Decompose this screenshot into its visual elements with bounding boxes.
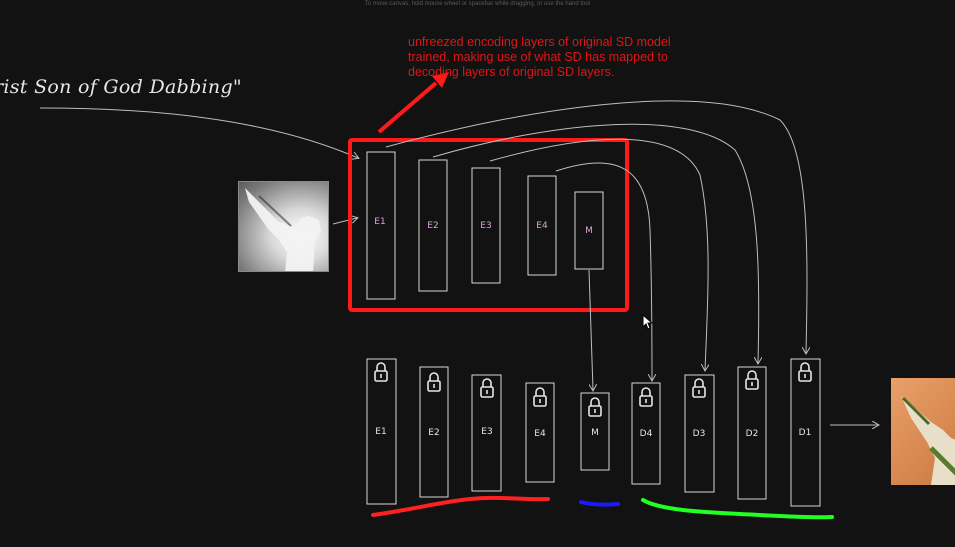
skip-e3-to-d3 bbox=[489, 138, 708, 370]
trainable-layer-e1 bbox=[366, 151, 396, 300]
prompt-text: rist Son of God Dabbing" bbox=[0, 76, 242, 98]
lock-icons bbox=[374, 362, 812, 417]
locked-label-d1: D1 bbox=[798, 428, 812, 438]
trainable-copy-layers bbox=[366, 151, 604, 300]
locked-layer-e3 bbox=[471, 374, 502, 492]
trainable-label-m: M bbox=[585, 226, 593, 236]
middle-to-middle bbox=[588, 269, 593, 390]
annotation-note: unfreezed encoding layers of original SD… bbox=[408, 35, 748, 80]
trainable-layer-e3 bbox=[471, 167, 501, 284]
trainable-label-e2: E2 bbox=[427, 221, 439, 231]
prompt-arrow bbox=[39, 107, 358, 158]
trainable-label-e1: E1 bbox=[374, 217, 386, 227]
locked-label-e3: E3 bbox=[481, 427, 493, 437]
locked-label-e2: E2 bbox=[428, 428, 440, 438]
dab-silhouette-icon bbox=[245, 188, 321, 271]
input-to-e1-arrow bbox=[332, 218, 357, 225]
decoder-underline bbox=[641, 498, 834, 520]
note-line-2: trained, making use of what SD has mappe… bbox=[408, 50, 668, 64]
note-line-3: decoding layers of original SD layers. bbox=[408, 65, 615, 79]
lock-icon-d4 bbox=[639, 387, 653, 407]
skip-e2-to-d2 bbox=[432, 123, 759, 363]
locked-layer-e1 bbox=[366, 358, 397, 505]
lock-icon-d3 bbox=[692, 378, 706, 398]
skip-e1-to-d1 bbox=[385, 100, 807, 353]
skip-connections bbox=[385, 100, 807, 390]
note-arrow bbox=[377, 72, 449, 134]
note-line-1: unfreezed encoding layers of original SD… bbox=[408, 35, 671, 49]
dab-output-figure-icon bbox=[901, 396, 955, 485]
locked-layer-e4 bbox=[525, 382, 555, 483]
locked-label-d3: D3 bbox=[692, 429, 706, 439]
trainable-label-e3: E3 bbox=[480, 221, 492, 231]
lock-icon-d1 bbox=[798, 362, 812, 382]
locked-label-e1: E1 bbox=[375, 427, 387, 437]
lock-icon-e4 bbox=[533, 387, 547, 407]
trainable-layer-e2 bbox=[418, 159, 448, 292]
middle-underline bbox=[579, 500, 620, 507]
input-pose-image bbox=[238, 181, 329, 272]
trainable-layer-e4 bbox=[527, 175, 557, 276]
lock-icon-e1 bbox=[374, 362, 388, 382]
skip-e4-to-d4 bbox=[555, 162, 652, 380]
trainable-copy-highlight-box bbox=[348, 138, 629, 312]
locked-layer-d1 bbox=[790, 358, 821, 507]
locked-layer-d2 bbox=[737, 366, 767, 500]
locked-layer-d4 bbox=[631, 382, 661, 485]
output-image bbox=[891, 378, 955, 485]
locked-label-e4: E4 bbox=[534, 429, 546, 439]
trainable-layer-m bbox=[574, 191, 604, 270]
locked-layer-e2 bbox=[419, 366, 449, 498]
lock-icon-e2 bbox=[427, 372, 441, 392]
lock-icon-m bbox=[588, 397, 602, 417]
encoder-underline bbox=[371, 495, 550, 517]
trainable-label-e4: E4 bbox=[536, 221, 548, 231]
locked-layer-d3 bbox=[684, 374, 715, 493]
locked-label-d2: D2 bbox=[745, 429, 759, 439]
locked-layer-m bbox=[580, 392, 610, 471]
locked-label-d4: D4 bbox=[639, 429, 653, 439]
canvas-hint: To move canvas, hold mouse wheel or spac… bbox=[364, 1, 591, 7]
locked-label-m: M bbox=[591, 428, 599, 438]
lock-icon-e3 bbox=[480, 378, 494, 398]
locked-model-layers bbox=[366, 358, 821, 507]
mouse-cursor-icon bbox=[642, 313, 654, 334]
lock-icon-d2 bbox=[745, 370, 759, 390]
